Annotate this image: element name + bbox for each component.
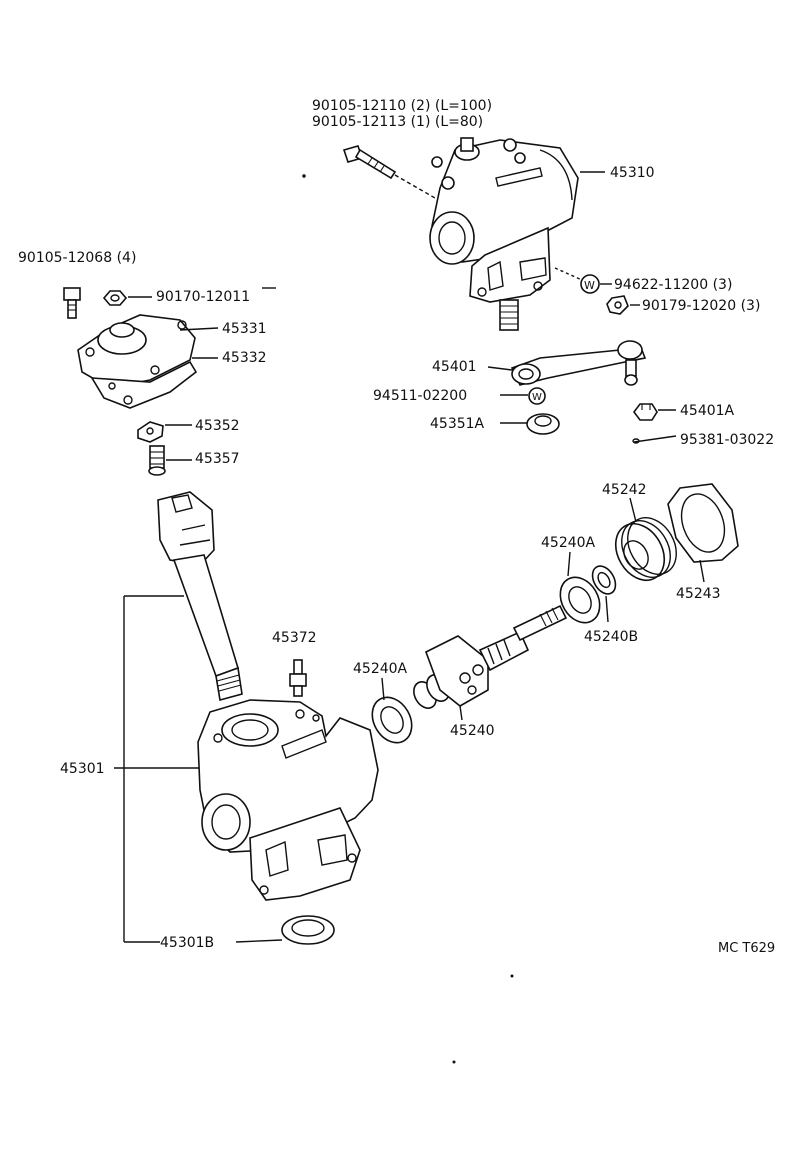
label-90179-12020: 90179-12020 (3)	[642, 298, 760, 314]
cotter-pin-95381	[632, 435, 677, 444]
label-94511-02200: 94511-02200	[373, 388, 467, 404]
label-45301: 45301	[60, 761, 105, 777]
nut-90170-12011	[102, 290, 128, 306]
bolt-label-l100: 90105-12110 (2) (L=100)	[312, 98, 492, 114]
gear-housing-45310	[429, 137, 579, 331]
diagram-code: MC T629	[718, 941, 775, 956]
label-94622-11200: 94622-11200 (3)	[614, 277, 732, 293]
washer-w-icon: W	[528, 387, 546, 405]
worm-shaft-45240	[413, 604, 568, 709]
gear-housing-45301	[197, 699, 379, 901]
label-45352: 45352	[195, 418, 240, 434]
label-45332: 45332	[222, 350, 267, 366]
adjuster-45242	[614, 517, 677, 582]
bracket-45332	[90, 360, 198, 409]
bolt-90105-12068	[63, 287, 81, 319]
pitman-arm-45401	[510, 340, 647, 386]
label-45240a-upper: 45240A	[541, 535, 596, 551]
bearing-45240a-upper	[559, 576, 601, 624]
locknut-45243	[667, 483, 739, 563]
bracket-45331	[77, 314, 196, 389]
label-45243: 45243	[676, 586, 721, 602]
label-45240a-lower: 45240A	[353, 661, 408, 677]
svg-text:W: W	[584, 279, 595, 292]
label-45240b: 45240B	[584, 629, 638, 645]
washer-w-icon: W	[580, 274, 600, 294]
label-45301b: 45301B	[160, 935, 214, 951]
fitting-45372	[289, 659, 307, 697]
label-90105-12068: 90105-12068 (4)	[18, 250, 136, 266]
nut-n-icon	[606, 295, 629, 315]
label-45401a: 45401A	[680, 403, 735, 419]
bolt-label-l80: 90105-12113 (1) (L=80)	[312, 114, 483, 130]
nut-45352	[137, 421, 164, 443]
label-95381-03022: 95381-03022	[680, 432, 774, 448]
bearing-45240a-lower	[371, 696, 413, 744]
label-45331: 45331	[222, 321, 267, 337]
oil-seal-45301b	[281, 915, 335, 945]
label-45401: 45401	[432, 359, 477, 375]
label-45242: 45242	[602, 482, 647, 498]
label-45357: 45357	[195, 451, 240, 467]
nut-45351a	[526, 413, 560, 435]
label-90170-12011: 90170-12011	[156, 289, 250, 305]
sector-shaft	[157, 491, 243, 702]
screw-45357	[148, 445, 166, 476]
label-45351a: 45351A	[430, 416, 485, 432]
label-45240: 45240	[450, 723, 495, 739]
race-45240b	[591, 565, 617, 595]
castle-nut-45401a	[633, 403, 658, 421]
svg-text:W: W	[532, 392, 542, 403]
label-45372: 45372	[272, 630, 317, 646]
label-45310: 45310	[610, 165, 655, 181]
bolt-90105-12110	[342, 145, 436, 199]
